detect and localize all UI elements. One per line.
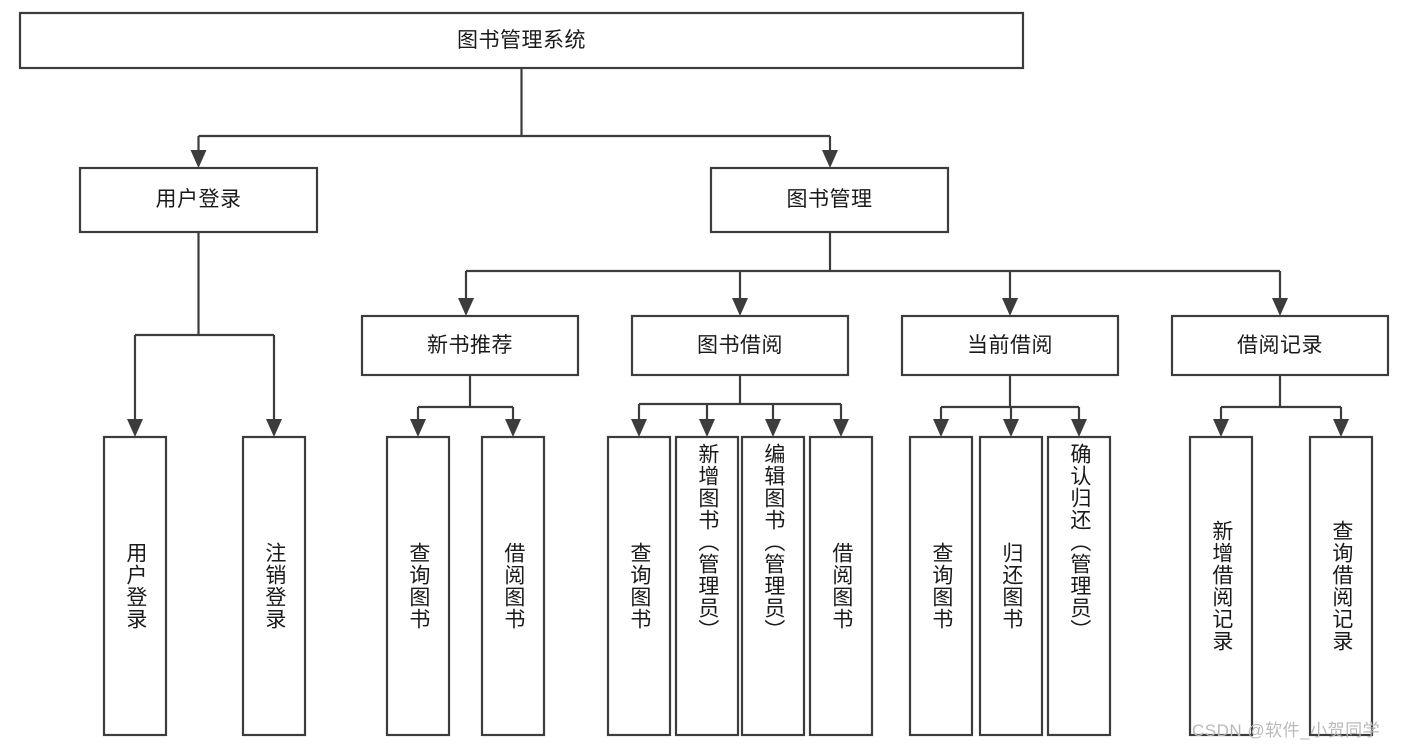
connector-group-user-login [127,232,282,437]
arrow-head-leaf-user-logout [266,419,282,437]
arrow-head-leaf-query-book-1 [410,419,426,437]
node-box-leaf-edit-book[interactable] [740,435,806,737]
node-box-borrow-record[interactable] [1170,314,1390,377]
arrow-head-leaf-edit-book [765,419,781,437]
node-box-leaf-confirm-return[interactable] [1046,435,1112,737]
node-box-user-login[interactable] [78,166,319,234]
arrow-head-leaf-query-book-3 [933,419,949,437]
connector-group-new-book-recommend [410,375,521,437]
node-box-leaf-query-book-3[interactable] [908,435,974,737]
arrow-head-leaf-add-book [699,419,715,437]
arrow-head-leaf-query-record [1333,419,1349,437]
connector-group-current-borrow [933,375,1087,437]
arrow-head-book-borrow [732,298,748,316]
node-box-leaf-return-book[interactable] [978,435,1044,737]
arrow-head-leaf-query-book-2 [631,419,647,437]
connector-group-root [190,68,838,168]
node-box-leaf-query-book-2[interactable] [606,435,672,737]
arrow-head-current-borrow [1002,298,1018,316]
connector-group-book-borrow [631,375,849,437]
node-box-leaf-query-record[interactable] [1308,435,1374,737]
node-box-book-management[interactable] [709,166,950,234]
node-box-leaf-add-record[interactable] [1188,435,1254,737]
node-box-leaf-query-book-1[interactable] [385,435,451,737]
node-box-leaf-user-logout[interactable] [241,435,307,737]
arrow-head-leaf-borrow-book-2 [833,419,849,437]
arrow-head-leaf-return-book [1003,419,1019,437]
node-box-leaf-borrow-book-2[interactable] [808,435,874,737]
arrow-head-leaf-confirm-return [1071,419,1087,437]
node-box-book-borrow[interactable] [630,314,850,377]
arrow-head-leaf-borrow-book-1 [505,419,521,437]
node-box-leaf-user-login[interactable] [102,435,168,737]
node-box-new-book-recommend[interactable] [360,314,580,377]
node-box-current-borrow[interactable] [900,314,1120,377]
arrow-head-leaf-user-login [127,419,143,437]
connector-group-book-management [458,232,1288,316]
arrow-head-borrow-record [1272,298,1288,316]
node-box-root[interactable] [18,11,1025,70]
arrow-head-user-login [190,150,207,168]
node-box-leaf-add-book[interactable] [674,435,740,737]
arrow-head-leaf-add-record [1213,419,1229,437]
arrow-head-new-book-recommend [458,298,474,316]
arrow-head-book-management [822,150,838,168]
node-box-leaf-borrow-book-1[interactable] [480,435,546,737]
connector-group-borrow-record [1213,375,1349,437]
